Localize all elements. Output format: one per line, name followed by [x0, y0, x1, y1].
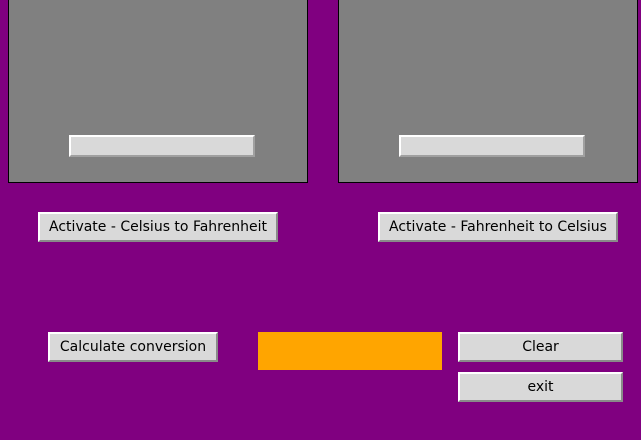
fahrenheit-panel [338, 0, 638, 183]
celsius-input[interactable] [69, 135, 255, 157]
result-display [258, 332, 442, 370]
calculate-conversion-button[interactable]: Calculate conversion [48, 332, 218, 362]
fahrenheit-input[interactable] [399, 135, 585, 157]
activate-fahrenheit-to-celsius-button[interactable]: Activate - Fahrenheit to Celsius [378, 212, 618, 242]
activate-celsius-to-fahrenheit-button[interactable]: Activate - Celsius to Fahrenheit [38, 212, 278, 242]
celsius-panel [8, 0, 308, 183]
exit-button[interactable]: exit [458, 372, 623, 402]
clear-button[interactable]: Clear [458, 332, 623, 362]
